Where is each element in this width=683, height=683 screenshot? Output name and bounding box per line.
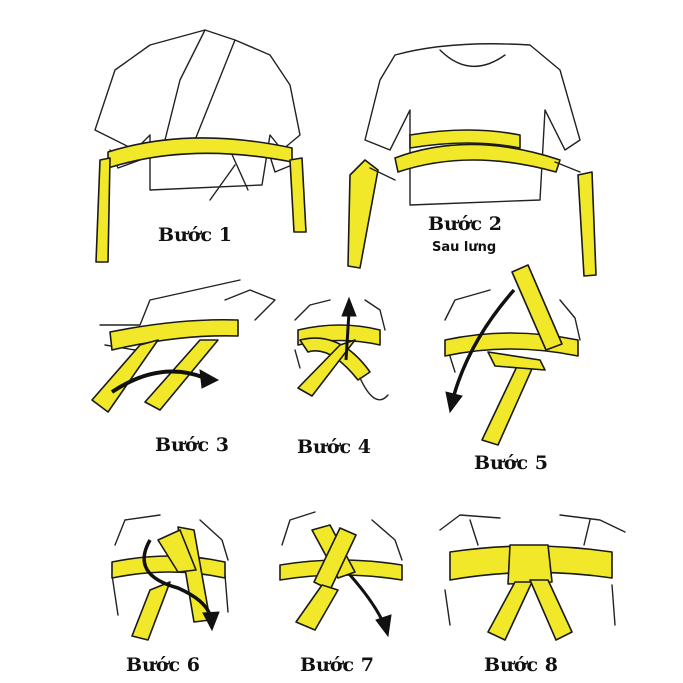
step-2-belt (347, 129, 597, 277)
step-7-belt (279, 524, 403, 631)
step-2-note: Sau lưng (432, 240, 497, 255)
step-2-figure (364, 43, 581, 206)
step-5-label: Bước 5 (474, 452, 548, 474)
step-1-figure (94, 29, 301, 201)
step-5-arrow (445, 288, 516, 414)
step-4-label: Bước 4 (297, 436, 371, 458)
step-7-figure (281, 511, 403, 561)
step-8-belt (449, 544, 613, 641)
step-5-belt (444, 264, 579, 446)
step-6-figure (111, 514, 229, 616)
step-4-arrow (341, 296, 357, 361)
step-6-belt (111, 526, 226, 641)
step-8-label: Bước 8 (484, 654, 558, 676)
step-1-belt (95, 137, 307, 263)
step-8-figure (439, 514, 626, 626)
step-3-arrow (110, 369, 220, 394)
step-2-label: Bước 2 (428, 213, 502, 235)
step-6-arrow (142, 539, 220, 632)
step-4-figure (294, 299, 386, 369)
step-6-label: Bước 6 (126, 654, 200, 676)
step-1-label: Bước 1 (158, 224, 232, 246)
step-4-belt (297, 324, 389, 401)
step-7-label: Bước 7 (300, 654, 374, 676)
step-3-label: Bước 3 (155, 434, 229, 456)
step-7-arrow (348, 574, 392, 638)
step-3-belt (91, 318, 239, 413)
